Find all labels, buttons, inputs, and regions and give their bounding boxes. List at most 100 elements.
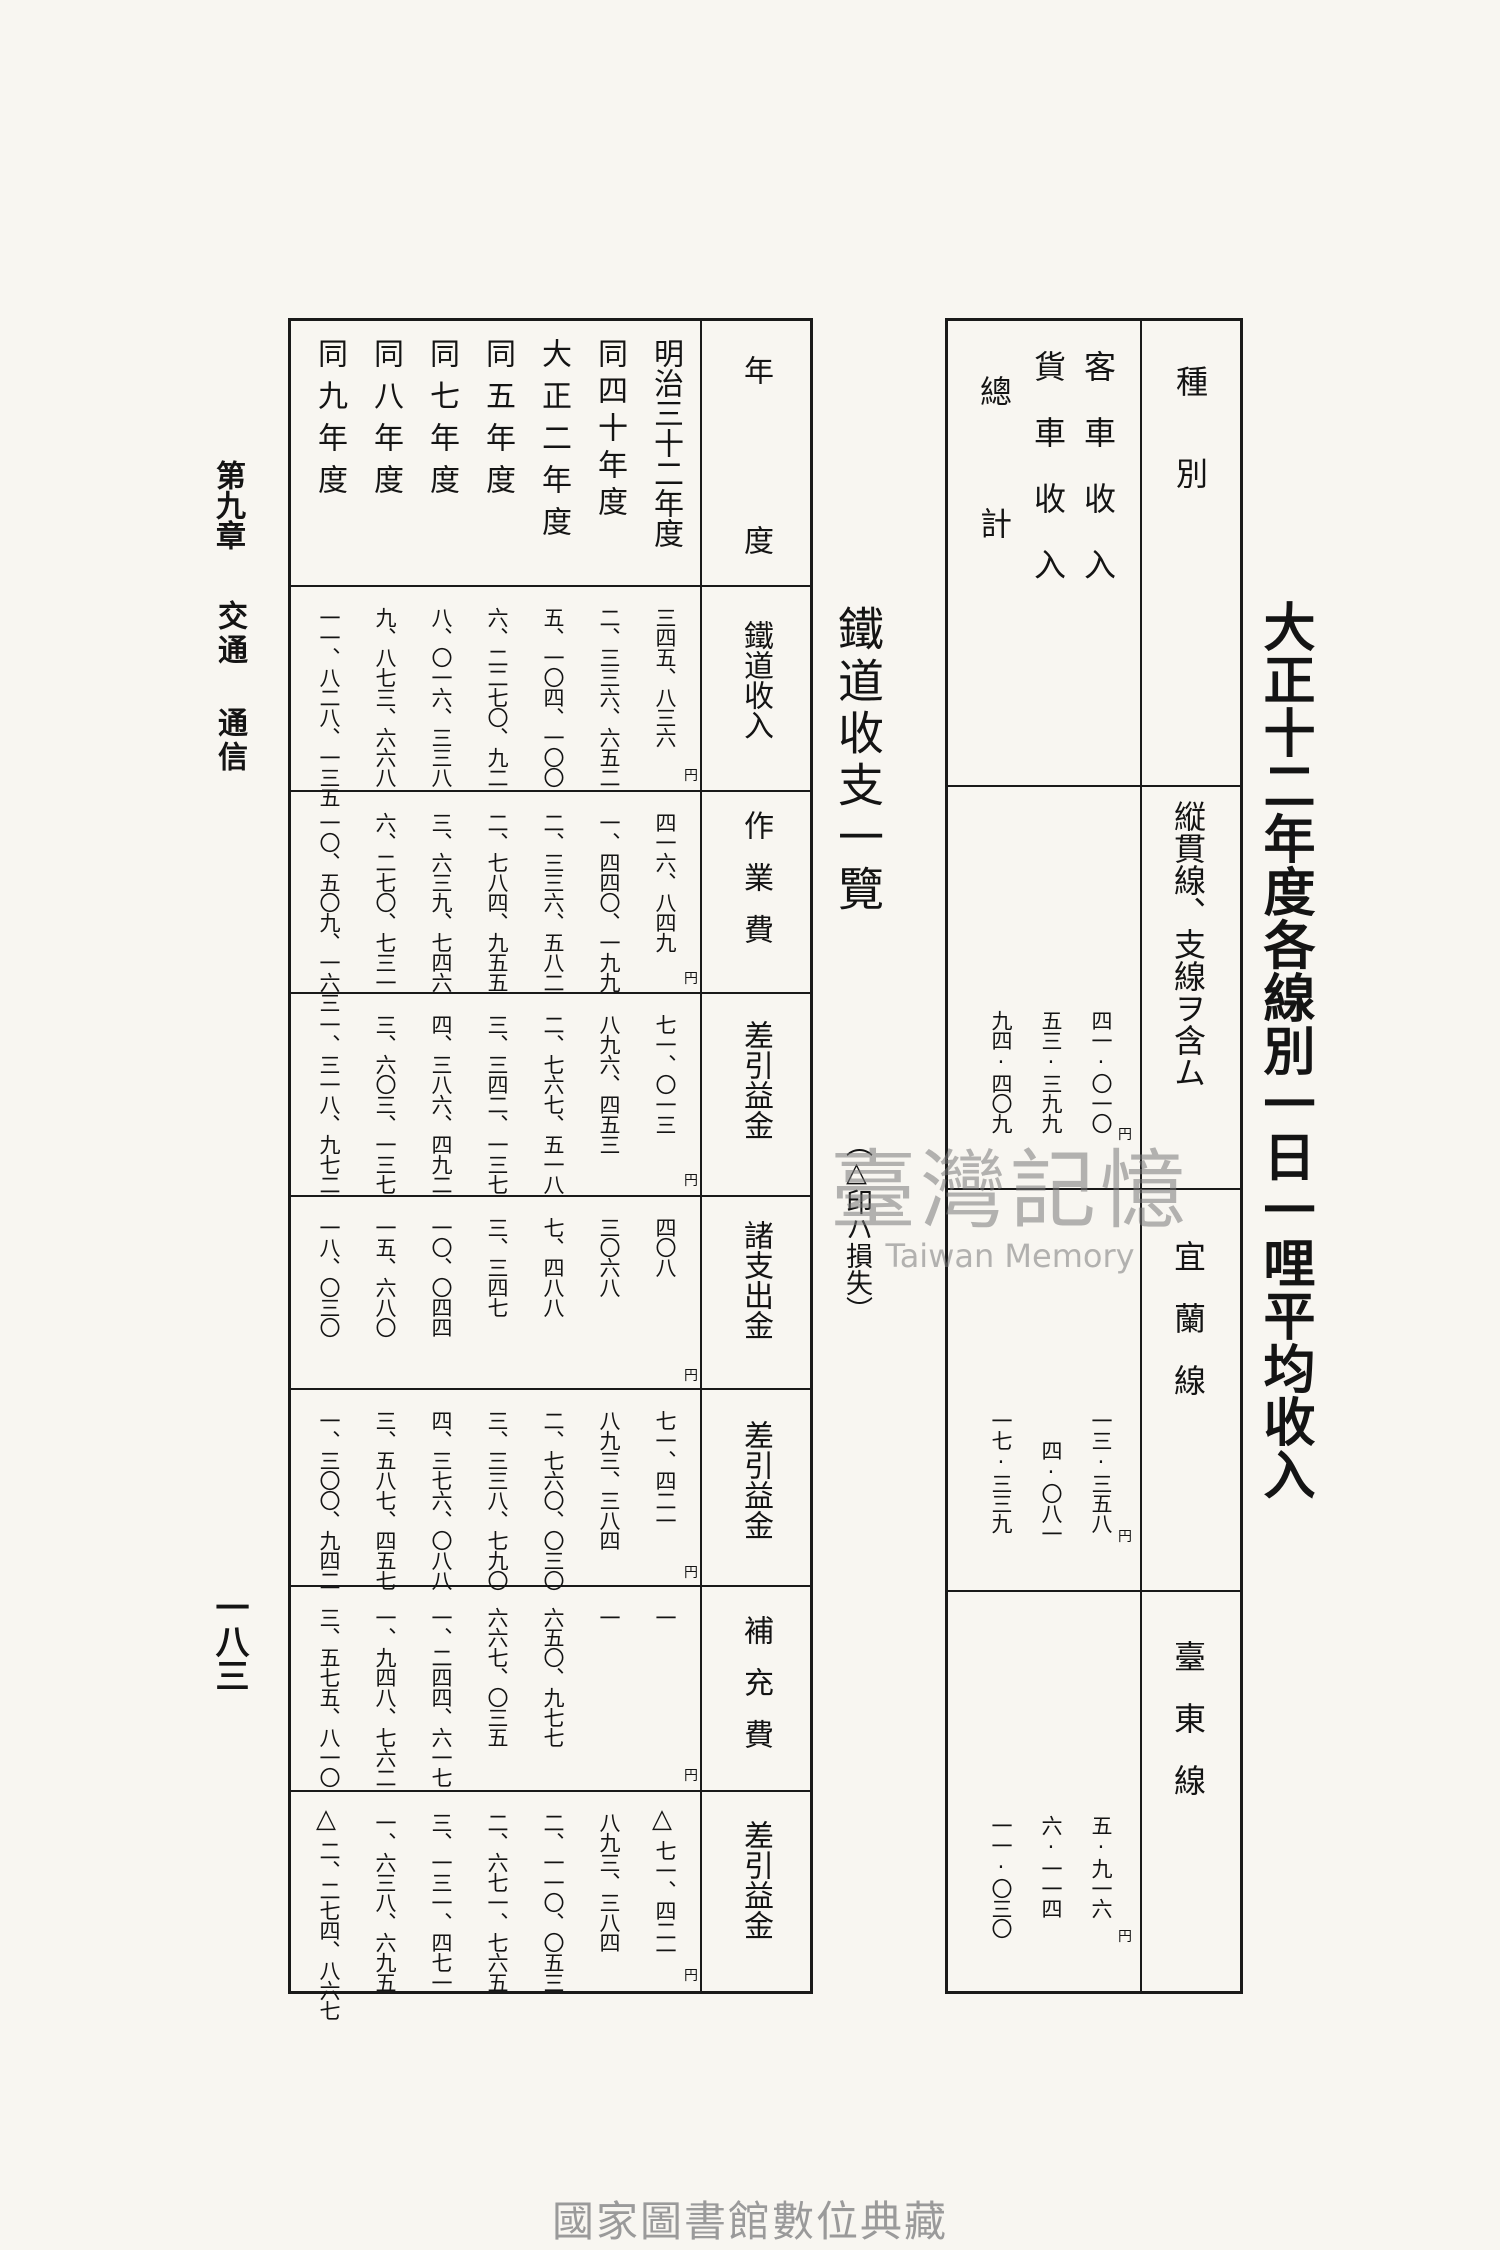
- row-label-freight: 貨車收入: [1029, 350, 1067, 614]
- year-cell: 同七年度: [424, 338, 459, 506]
- value-cell: 八、〇一六、三三八: [429, 607, 453, 787]
- value-cell: 五、一〇四、一〇〇: [541, 607, 565, 787]
- table1-col-header: 種別: [1171, 365, 1209, 549]
- watermark: 臺灣記憶 Taiwan Memory: [780, 1120, 1240, 1275]
- header-net-profit-1: 差引益金: [738, 1020, 773, 1140]
- header-misc-expense: 諸支出金: [738, 1220, 773, 1340]
- value-cell: 九、八七三、六六八: [373, 607, 397, 787]
- unit-label: 円: [1118, 1127, 1132, 1143]
- unit-label: 円: [684, 971, 698, 987]
- value-cell: 四一六、八四九: [653, 812, 677, 952]
- header-operating-cost: 作業費: [738, 810, 773, 966]
- year-cell: 大正二年度: [536, 338, 571, 548]
- value-cell: 三、五七五、八一〇: [317, 1607, 341, 1787]
- value-cell: 七一、四二一: [653, 1840, 677, 1960]
- value-cell: 三、三四二、一三七: [485, 1014, 509, 1194]
- footer-credit: 國家圖書館數位典藏: [551, 2197, 948, 2246]
- unit-label: 円: [1118, 1929, 1132, 1945]
- value-cell: 八九三、三八四: [597, 1410, 621, 1550]
- line-name-giran: 宜蘭線: [1169, 1240, 1207, 1426]
- value-cell: 三、一三一、四七一: [429, 1812, 453, 1992]
- value-cell: 二、七六七、五一八: [541, 1014, 565, 1194]
- unit-label: 円: [684, 1768, 698, 1784]
- table1-title: 大正十二年度各線別一日一哩平均收入: [1254, 600, 1315, 1501]
- value-cell: 三、六三九、七四六: [429, 812, 453, 992]
- watermark-logo-text: 臺灣記憶: [830, 1141, 1190, 1241]
- unit-label: 円: [684, 1368, 698, 1384]
- row-label-passenger: 客車收入: [1079, 350, 1117, 614]
- value-cell: 五三·三九九: [1039, 1010, 1063, 1133]
- row-label-total: 總計: [975, 375, 1013, 639]
- value-cell: 四、三八六、四九二: [429, 1014, 453, 1194]
- value-cell: 四、三七六、〇八八: [429, 1410, 453, 1590]
- value-cell: 一、四四〇、一九九: [597, 812, 621, 992]
- value-cell: 七一、四二一: [653, 1410, 677, 1530]
- header-supplement: 補充費: [738, 1615, 773, 1771]
- line-name-taito: 臺東線: [1169, 1640, 1207, 1826]
- chapter-subtitle: 交通 通信: [212, 600, 247, 775]
- value-cell: 八九三、三八四: [597, 1812, 621, 1952]
- value-cell: 三〇六八: [597, 1217, 621, 1297]
- value-cell: 一、三一八、九七二: [317, 1014, 341, 1194]
- value-cell: 一五、六八〇: [373, 1217, 397, 1337]
- value-cell: 四·〇八一: [1039, 1440, 1063, 1543]
- value-cell: 六·一一四: [1039, 1815, 1063, 1918]
- value-cell: 六、二七〇、七三一: [373, 812, 397, 992]
- unit-label: 円: [684, 1968, 698, 1984]
- watermark-logo-subtext: Taiwan Memory: [885, 1237, 1135, 1275]
- header-revenue: 鐵道收入: [738, 620, 773, 740]
- chapter-label: 第九章: [210, 460, 245, 550]
- value-cell: 一一·〇三〇: [989, 1815, 1013, 1938]
- header-net-profit-2: 差引益金: [738, 1420, 773, 1540]
- value-cell: 三、三三八、七九〇: [485, 1410, 509, 1590]
- unit-label: 円: [1118, 1529, 1132, 1545]
- value-cell: 二、二七四、八六七: [317, 1840, 341, 2020]
- value-cell: 九四·四〇九: [989, 1010, 1013, 1133]
- value-cell: 四一·〇一〇: [1089, 1010, 1113, 1133]
- unit-label: 円: [684, 1173, 698, 1189]
- value-cell: 四〇八: [653, 1217, 677, 1277]
- value-cell: 一、九四八、七六二: [373, 1607, 397, 1787]
- value-cell: 八九六、四五三: [597, 1014, 621, 1154]
- header-net-profit-3: 差引益金: [738, 1820, 773, 1940]
- loss-triangle-icon: △: [316, 1804, 336, 1834]
- value-cell: 一、三〇〇、九四二: [317, 1410, 341, 1590]
- page-number: 一八三: [209, 1590, 249, 1692]
- value-cell: 六六七、〇三五: [485, 1607, 509, 1747]
- year-cell: 明治三十二年度: [648, 338, 683, 548]
- value-cell: 二、七八四、九五五: [485, 812, 509, 992]
- table2-title: 鐵道收支一覽: [831, 605, 885, 917]
- value-cell: 一七·三三九: [989, 1410, 1013, 1533]
- year-cell: 同四十年度: [592, 338, 627, 523]
- line-name-jukan: 縦貫線、支線ヲ含ム: [1169, 800, 1207, 1088]
- value-cell: 一八、〇三〇: [317, 1217, 341, 1337]
- value-cell: 一: [653, 1607, 677, 1627]
- header-year: 年度: [738, 355, 773, 695]
- table2-note: （△印ハ損失）: [841, 1130, 872, 1323]
- value-cell: 六五〇、九七七: [541, 1607, 565, 1747]
- value-cell: 二、七六〇、〇三〇: [541, 1410, 565, 1590]
- value-cell: 一三·三五八: [1089, 1410, 1113, 1533]
- value-cell: 一〇、五〇九、一六三: [317, 812, 341, 1012]
- value-cell: 三四五、八三六: [653, 607, 677, 747]
- value-cell: 二、三三六、六五二: [597, 607, 621, 787]
- value-cell: 七一、〇一三: [653, 1014, 677, 1134]
- year-cell: 同九年度: [312, 338, 347, 506]
- unit-label: 円: [684, 768, 698, 784]
- value-cell: 三、五八七、四五七: [373, 1410, 397, 1590]
- value-cell: 一一、八二八、一三五: [317, 607, 341, 807]
- value-cell: 二、六七一、七六五: [485, 1812, 509, 1992]
- year-cell: 同八年度: [368, 338, 403, 506]
- value-cell: 三、六〇三、一三七: [373, 1014, 397, 1194]
- value-cell: 一〇、〇四四: [429, 1217, 453, 1337]
- value-cell: 一、二四四、六一七: [429, 1607, 453, 1787]
- value-cell: 七、四八八: [541, 1217, 565, 1317]
- value-cell: 六、二二七〇、九二: [485, 607, 509, 787]
- year-cell: 同五年度: [480, 338, 515, 506]
- unit-label: 円: [684, 1565, 698, 1581]
- value-cell: 一: [597, 1607, 621, 1627]
- value-cell: 五·九一六: [1089, 1815, 1113, 1918]
- loss-triangle-icon: △: [652, 1804, 672, 1834]
- value-cell: 一、六三八、六九五: [373, 1812, 397, 1992]
- value-cell: 三、三四七: [485, 1217, 509, 1317]
